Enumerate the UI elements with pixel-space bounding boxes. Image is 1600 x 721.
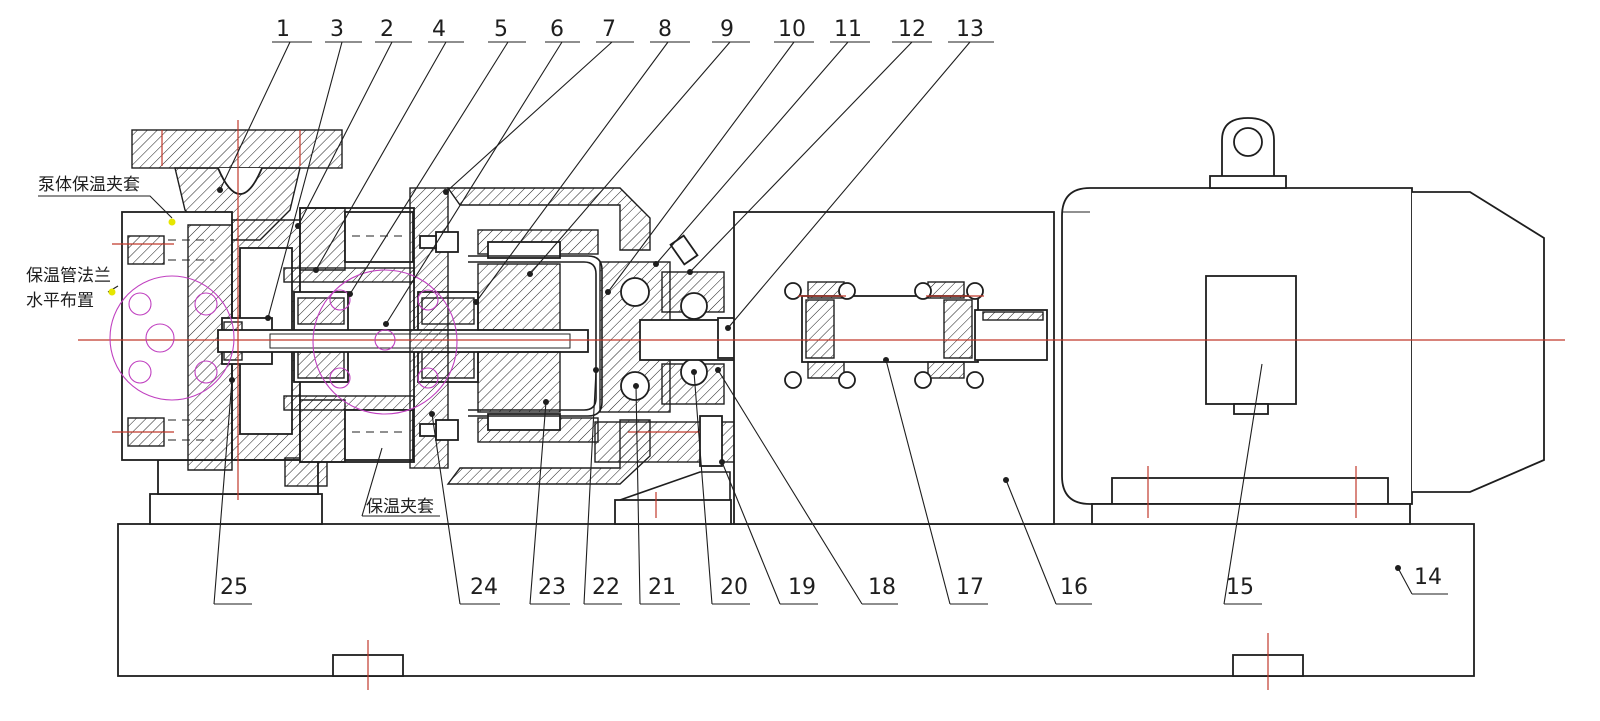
callout-15: 15 bbox=[1226, 575, 1254, 600]
callout-1: 1 bbox=[276, 17, 290, 42]
centerlines bbox=[78, 120, 1565, 518]
callout-23: 23 bbox=[538, 575, 566, 600]
construction-circles bbox=[109, 269, 458, 415]
base-frame bbox=[117, 523, 1475, 690]
coupling-guard bbox=[733, 211, 1055, 525]
callout-7: 7 bbox=[602, 17, 616, 42]
callout-22: 22 bbox=[592, 575, 620, 600]
callout-19: 19 bbox=[788, 575, 816, 600]
callout-12: 12 bbox=[898, 17, 926, 42]
leader-lines-bottom bbox=[213, 359, 1448, 605]
callout-13: 13 bbox=[956, 17, 984, 42]
callout-17: 17 bbox=[956, 575, 984, 600]
callout-18: 18 bbox=[868, 575, 896, 600]
marker-dot bbox=[108, 288, 116, 296]
callout-10: 10 bbox=[778, 17, 806, 42]
callout-14: 14 bbox=[1414, 565, 1442, 590]
callout-3: 3 bbox=[330, 17, 344, 42]
callout-4: 4 bbox=[432, 17, 446, 42]
motor bbox=[1061, 117, 1545, 525]
coupling bbox=[784, 281, 1048, 389]
callout-numbers-top: 1 3 2 4 5 6 7 8 9 10 11 12 13 bbox=[276, 17, 984, 42]
annotation-leaders bbox=[38, 195, 440, 517]
callout-8: 8 bbox=[658, 17, 672, 42]
leader-dots-top bbox=[217, 187, 731, 331]
leader-lines-top bbox=[219, 41, 994, 329]
leader-dots-bottom bbox=[229, 357, 1401, 571]
callout-6: 6 bbox=[550, 17, 564, 42]
callout-5: 5 bbox=[494, 17, 508, 42]
callout-25: 25 bbox=[220, 575, 248, 600]
callout-16: 16 bbox=[1060, 575, 1088, 600]
callout-9: 9 bbox=[720, 17, 734, 42]
callout-21: 21 bbox=[648, 575, 676, 600]
callout-24: 24 bbox=[470, 575, 498, 600]
pipe-flange-label-line2: 水平布置 bbox=[26, 291, 94, 311]
jacket-label: 保温夹套 bbox=[366, 497, 434, 517]
outer-magnet-housing bbox=[446, 187, 736, 485]
callout-20: 20 bbox=[720, 575, 748, 600]
pump-shaft bbox=[217, 329, 589, 353]
callout-numbers-bottom: 25 24 23 22 21 20 19 18 17 16 15 14 bbox=[220, 565, 1442, 600]
callout-2: 2 bbox=[380, 17, 394, 42]
annotations: 泵体保温夹套 保温管法兰 水平布置 保温夹套 bbox=[26, 175, 434, 517]
marker-dot bbox=[168, 218, 176, 226]
pump-body-jacket-label: 泵体保温夹套 bbox=[38, 175, 140, 195]
callout-11: 11 bbox=[834, 17, 862, 42]
pipe-flange-label-line1: 保温管法兰 bbox=[26, 266, 111, 286]
